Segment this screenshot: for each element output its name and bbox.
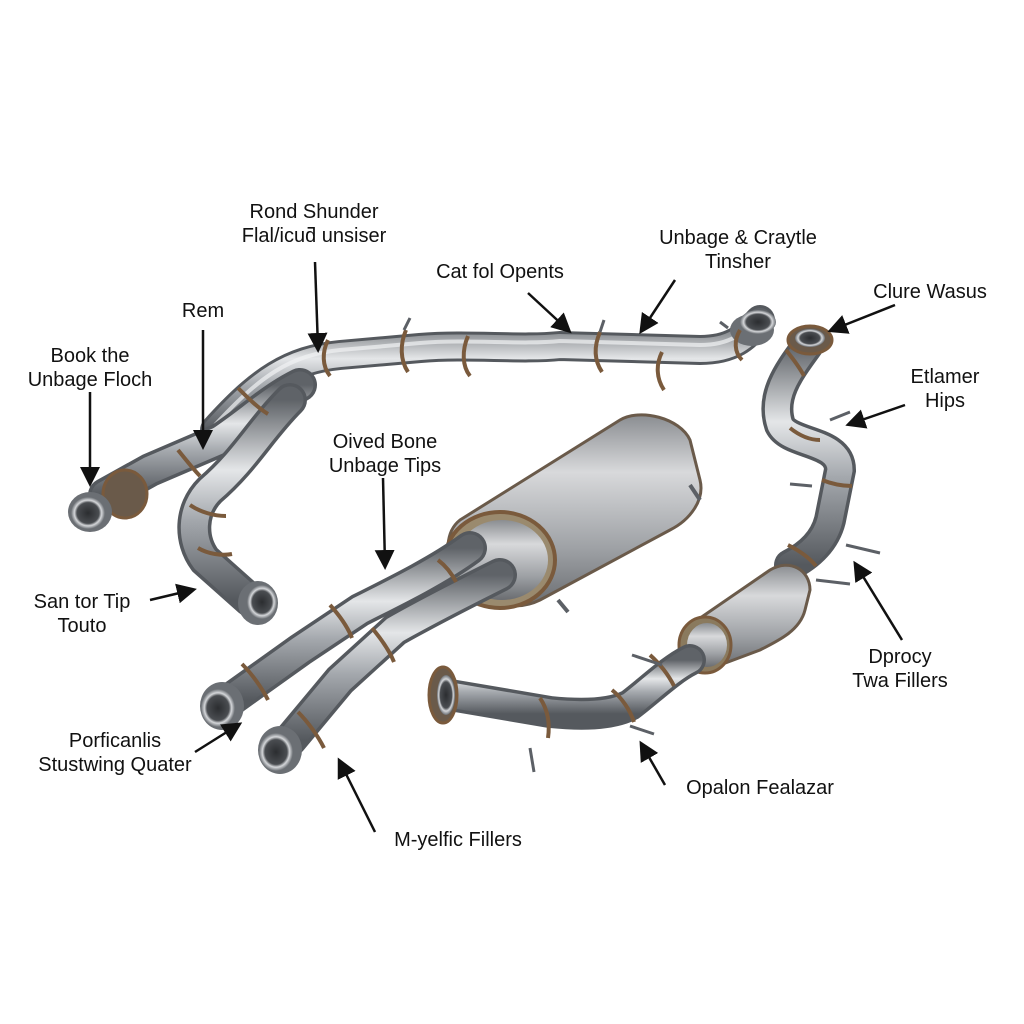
label-line: San tor Tip	[33, 591, 131, 613]
label-myelfic: M-yelfic Fillers	[368, 828, 548, 852]
label-line: Oived Bone	[332, 431, 438, 453]
label-line: Unbage Floch	[27, 369, 153, 391]
left-downpipe-lower	[177, 383, 307, 617]
arrow-clure-wasus	[827, 303, 896, 334]
label-line: Twa Fillers	[852, 670, 948, 692]
right-upper-flange	[786, 324, 834, 356]
label-line: Tinsher	[705, 251, 771, 273]
label-line: Cat fol Opents	[436, 261, 564, 283]
label-line: M-yelfic Fillers	[394, 829, 522, 851]
label-line: Flal/icuƌ unsiser	[241, 225, 387, 247]
label-unbage-craytle: Unbage & Craytle Tinsher	[628, 226, 848, 274]
arrow-dprocy	[853, 560, 904, 641]
label-san-tor-tip: San tor Tip Touto	[12, 590, 152, 638]
right-lower-pipe	[434, 644, 706, 730]
label-line: Dprocy	[868, 646, 932, 668]
label-line: Hips	[924, 390, 965, 412]
arrow-porficanlis	[194, 722, 243, 754]
arrow-oived-bone	[374, 477, 395, 570]
leader-arrows	[80, 261, 906, 833]
label-rem: Rem	[163, 299, 243, 323]
arrow-opalon	[639, 740, 667, 786]
arrow-cat-fol-opents	[527, 292, 572, 334]
label-line: Etlamer	[910, 366, 980, 388]
label-line: Rem	[181, 300, 225, 322]
label-line: Book the	[50, 345, 130, 367]
label-line: Opalon Fealazar	[686, 777, 834, 799]
arrow-san-tor-tip	[149, 583, 197, 604]
upper-pipe-outlet	[730, 310, 776, 346]
label-line: Rond Shunder	[249, 201, 379, 223]
right-upper-pipe	[761, 329, 857, 581]
arrow-rond-shunder	[307, 261, 328, 353]
right-clamps	[538, 348, 853, 739]
upper-mid-pipe	[200, 305, 775, 445]
arrow-myelfic	[337, 757, 377, 833]
arrow-unbage-craytle	[639, 279, 677, 335]
clamp-studs	[402, 317, 729, 333]
label-rond-shunder: Rond Shunder Flal/icuƌ unsiser	[214, 200, 414, 248]
label-line: Unbage & Craytle	[659, 227, 817, 249]
label-opalon: Opalon Fealazar	[660, 776, 860, 800]
left-clamps	[176, 386, 270, 557]
center-clamps	[240, 558, 458, 749]
arrow-etlamer-hips	[845, 403, 906, 429]
label-clure-wasus: Clure Wasus	[850, 280, 1010, 304]
label-oived-bone: Oived Bone Unbage Tips	[300, 430, 470, 478]
right-studs	[528, 410, 881, 773]
label-line: Clure Wasus	[873, 281, 987, 303]
label-line: Touto	[57, 615, 107, 637]
right-lower-flange	[427, 665, 459, 725]
label-line: Unbage Tips	[328, 455, 442, 477]
center-twin-pipes	[213, 531, 517, 757]
label-porficanlis: Porficanlis Stustwing Quater	[10, 729, 220, 777]
label-book-the: Book the Unbage Floch	[6, 344, 174, 392]
left-lower-outlet	[238, 581, 278, 625]
label-dprocy: Dprocy Twa Fillers	[830, 645, 970, 693]
label-etlamer-hips: Etlamer Hips	[880, 365, 1010, 413]
label-line: Porficanlis	[68, 730, 162, 752]
left-inlet-tip	[68, 468, 149, 532]
center-exhaust-tips	[200, 682, 302, 774]
label-line: Stustwing Quater	[38, 754, 192, 776]
label-cat-fol-opents: Cat fol Opents	[410, 260, 590, 284]
